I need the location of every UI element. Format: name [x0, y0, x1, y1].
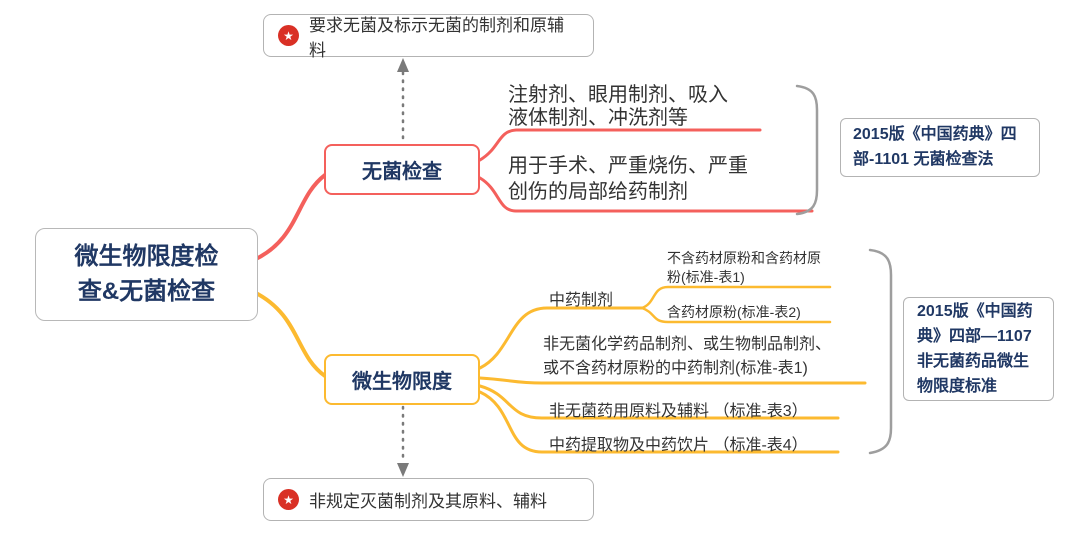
top-note[interactable]: ★ 要求无菌及标示无菌的制剂和原辅料: [263, 14, 594, 60]
star-icon: ★: [278, 25, 299, 46]
sterility-node[interactable]: 无菌检查: [324, 144, 480, 195]
yellow-child-link-3: [478, 384, 840, 420]
top-note-label: 要求无菌及标示无菌的制剂和原辅料: [309, 15, 564, 60]
sterility-group-bracket: [795, 84, 819, 216]
central-node[interactable]: 微生物限度检查&无菌检查: [35, 228, 258, 321]
microbial-node[interactable]: 微生物限度: [324, 354, 480, 405]
sterility-node-label: 无菌检查: [362, 161, 442, 183]
yellow-child-link-4: [478, 390, 840, 454]
red-main-link: [252, 173, 327, 262]
microbial-tcm-sub-1[interactable]: 不含药材原粉和含药材原粉(标准-表1): [667, 250, 821, 285]
microbial-group-bracket: [868, 248, 893, 455]
sterility-item-surgery[interactable]: 用于手术、严重烧伤、严重创伤的局部给药制剂: [508, 155, 748, 203]
red-child-link-1: [478, 128, 762, 162]
sterility-item-injection[interactable]: 注射剂、眼用制剂、吸入液体制剂、冲洗剂等: [508, 84, 728, 129]
microbial-item-nonsterile-chem[interactable]: 非无菌化学药品制剂、或生物制品制剂、或不含药材原粉的中药制剂(标准-表1): [543, 336, 832, 377]
yellow-tcm-link: [478, 306, 644, 370]
microbial-reference-label: 2015版《中国药典》四部—1107 非无菌药品微生物限度标准: [917, 303, 1033, 395]
yellow-main-link: [252, 290, 327, 378]
yellow-child-link-2: [478, 376, 867, 385]
star-icon: ★: [278, 489, 299, 510]
yellow-tcm-sub-link-2: [640, 306, 832, 324]
microbial-node-label: 微生物限度: [352, 371, 452, 393]
microbial-tcm-sub-2[interactable]: 含药材原粉(标准-表2): [667, 304, 801, 320]
star-glyph: ★: [283, 492, 294, 507]
sterility-reference-label: 2015版《中国药典》四部-1101 无菌检查法: [853, 125, 1017, 168]
down-arrowhead-icon: [397, 463, 409, 477]
sterility-reference-box[interactable]: 2015版《中国药典》四部-1101 无菌检查法: [840, 118, 1040, 177]
central-node-label: 微生物限度检查&无菌检查: [74, 242, 219, 305]
yellow-tcm-sub-link-1: [640, 285, 832, 310]
microbial-tcm-label[interactable]: 中药制剂: [549, 292, 614, 309]
red-child-link-2: [478, 176, 814, 213]
bottom-note[interactable]: ★ 非规定灭菌制剂及其原料、辅料: [263, 478, 594, 521]
up-arrowhead-icon: [397, 58, 409, 72]
microbial-reference-box[interactable]: 2015版《中国药典》四部—1107 非无菌药品微生物限度标准: [903, 297, 1054, 401]
bottom-note-label: 非规定灭菌制剂及其原料、辅料: [309, 492, 547, 511]
microbial-item-raw-materials[interactable]: 非无菌药用原料及辅料 （标准-表3）: [549, 403, 808, 420]
microbial-item-extracts[interactable]: 中药提取物及中药饮片 （标准-表4）: [549, 437, 808, 454]
star-glyph: ★: [283, 28, 294, 43]
